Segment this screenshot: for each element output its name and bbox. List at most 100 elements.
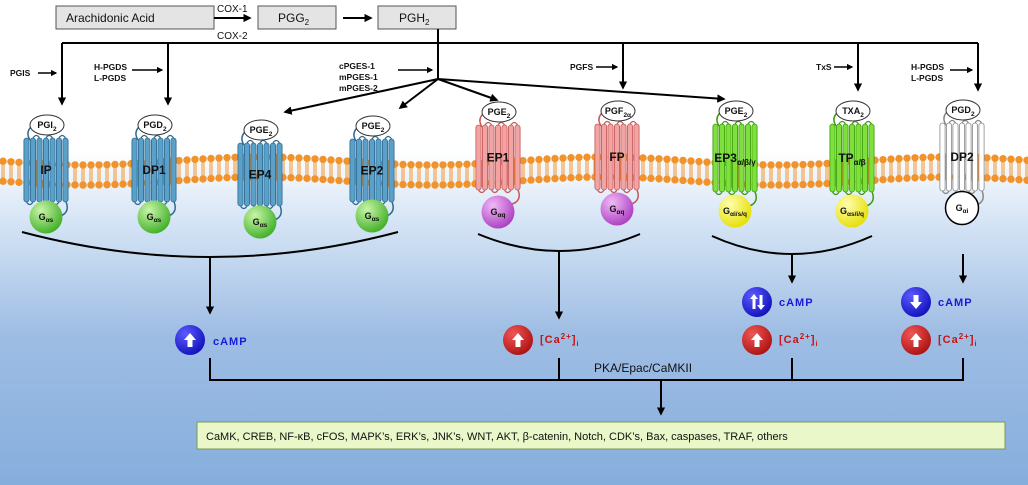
lipid-head	[679, 156, 687, 165]
lipid-head	[231, 153, 239, 162]
lipid-head	[575, 173, 583, 182]
helix-loop	[851, 120, 860, 125]
helix-loop	[58, 134, 67, 139]
lipid-head	[399, 160, 407, 169]
lipid-head	[775, 181, 783, 189]
arrow-to-ep2	[398, 78, 439, 110]
lipid-head	[551, 154, 559, 163]
receptor-name: IP	[40, 163, 51, 177]
g-protein-label: Gαi/s/q	[723, 206, 747, 218]
lipid-head	[919, 153, 927, 162]
lipid-head	[463, 180, 471, 188]
calcium-up-dp2: [Ca2+]i	[901, 325, 977, 355]
targets-box	[196, 421, 1006, 450]
helix-loop	[140, 134, 149, 139]
ligand-label: PGI2	[37, 120, 57, 133]
camp-down-dp2: cAMP	[901, 287, 972, 317]
ligand-oval	[481, 101, 517, 123]
helix-loop	[239, 205, 248, 210]
helix-loop	[721, 120, 730, 125]
lipid-head	[799, 160, 807, 169]
helix-loop	[734, 120, 743, 125]
ligand-label: PGD2	[143, 120, 167, 133]
lipid-head	[767, 181, 775, 189]
lipid-head	[1015, 156, 1023, 164]
lipid-head	[1023, 176, 1028, 184]
g-protein	[481, 195, 515, 229]
transmembrane-helix	[29, 137, 36, 203]
helix-loop	[629, 120, 638, 125]
lipid-head	[463, 160, 471, 168]
lipid-head	[767, 161, 775, 169]
arrow-to-ep1	[437, 78, 499, 102]
transmembrane-helix	[349, 138, 356, 203]
lipid-head	[327, 156, 335, 164]
transmembrane-helix	[514, 124, 521, 191]
lipid-head	[671, 176, 679, 184]
lipid-head	[663, 155, 671, 163]
transmembrane-helix	[276, 142, 283, 207]
lipid-head	[183, 176, 191, 184]
lipid-head	[95, 181, 103, 189]
helix-loop	[166, 134, 175, 139]
calcium-label: [Ca2+]i	[938, 332, 977, 348]
helix-loop	[272, 139, 281, 144]
enzyme-pgis: PGIS	[10, 68, 31, 78]
lipid-head	[103, 181, 111, 189]
helix-loop	[838, 120, 847, 125]
helix-loop	[32, 134, 41, 139]
transmembrane-helix	[62, 137, 69, 203]
lipid-head	[207, 174, 215, 183]
helix-loop	[133, 201, 142, 206]
helix-loop	[497, 121, 506, 126]
g-protein	[835, 194, 869, 228]
g-protein	[355, 199, 389, 233]
ligand-oval	[835, 100, 871, 122]
helix-loop	[153, 134, 162, 139]
lipid-head	[519, 176, 527, 185]
enzyme-pgfs: PGFS	[570, 62, 593, 72]
helix-loop	[727, 191, 736, 196]
helix-loop	[864, 120, 873, 125]
helix-loop	[857, 191, 866, 196]
g-protein	[137, 200, 171, 234]
enzyme-mpges2: mPGES-2	[339, 83, 378, 93]
lipid-head	[207, 154, 215, 163]
lipid-head	[199, 175, 207, 183]
receptor-name: DP2	[950, 150, 974, 164]
pka-epac-camkii-label: PKA/Epac/CaMKII	[594, 361, 692, 375]
g-protein-label: Gαs	[39, 212, 54, 224]
lipid-head	[887, 175, 895, 183]
enzyme-hpgds-right: H-PGDS	[911, 62, 944, 72]
receptor-name: TPα/β	[838, 151, 865, 167]
enzyme-mpges1: mPGES-1	[339, 72, 378, 82]
lipid-head	[679, 176, 687, 185]
ligand-oval	[29, 114, 65, 136]
transmembrane-helix	[131, 137, 138, 203]
ligand-oval	[600, 100, 636, 122]
ligand-oval	[137, 114, 173, 136]
lipid-head	[567, 154, 575, 162]
lipid-head	[79, 161, 87, 169]
helix-loop	[384, 135, 393, 140]
helix-loop	[490, 189, 499, 194]
ligand-label: PGF2α	[605, 106, 631, 119]
biosynthesis-pathway: Arachidonic Acid COX-1 COX-2 PGG2 PGH2 P…	[10, 4, 983, 115]
cox2-label: COX-2	[217, 31, 248, 42]
lipid-head	[95, 161, 103, 169]
lipid-head	[575, 153, 583, 162]
helix-loop	[603, 120, 612, 125]
lipid-head	[535, 175, 543, 184]
lipid-head	[431, 161, 439, 169]
lipid-head	[287, 153, 295, 162]
transmembrane-helix	[868, 123, 875, 193]
arachidonic-acid-label: Arachidonic Acid	[66, 11, 155, 25]
lipid-head	[567, 174, 575, 182]
lipid-head	[407, 181, 415, 189]
lipid-head	[687, 157, 695, 165]
lipid-head	[639, 174, 647, 182]
lipid-head	[695, 157, 703, 166]
